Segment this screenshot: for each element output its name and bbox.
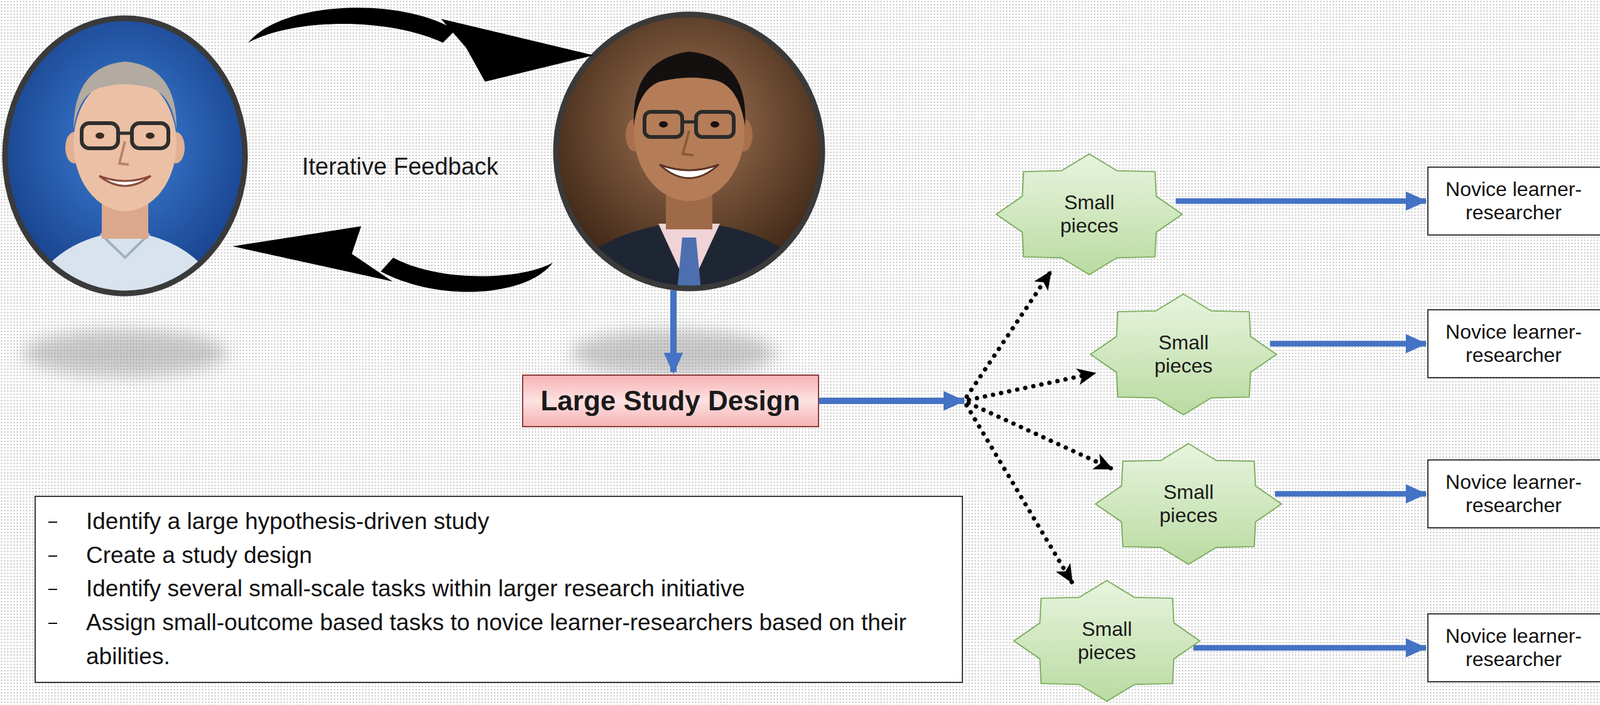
portrait-nose bbox=[682, 130, 694, 156]
star-outline bbox=[1013, 580, 1200, 702]
learner-box: Novice learner-researcher bbox=[1427, 613, 1600, 683]
connector bbox=[819, 373, 1096, 401]
flow-arrow bbox=[1270, 341, 1426, 347]
portrait-tie bbox=[677, 237, 702, 291]
learner-box: Novice learner-researcher bbox=[1427, 166, 1600, 236]
trunk-arrow bbox=[819, 397, 965, 404]
task-text: Small pieces bbox=[1045, 190, 1134, 238]
task-text: Small pieces bbox=[1139, 331, 1228, 378]
task-text: Small pieces bbox=[1062, 617, 1151, 664]
portrait-glasses bbox=[118, 131, 132, 136]
star-outline bbox=[996, 153, 1183, 275]
learner-text: Novice learner-researcher bbox=[1434, 470, 1593, 518]
star-outline bbox=[1090, 293, 1277, 415]
portrait-smile bbox=[659, 164, 719, 179]
portrait-left bbox=[0, 12, 252, 302]
portrait-shirt bbox=[658, 223, 720, 291]
portrait-frame bbox=[5, 18, 245, 294]
dotted-arrow bbox=[966, 271, 1051, 398]
portrait-background bbox=[0, 12, 252, 302]
portrait-eye bbox=[658, 121, 668, 128]
dotted-arrow bbox=[968, 402, 1113, 469]
portrait-glasses bbox=[696, 111, 734, 137]
trunk-arrow bbox=[819, 397, 965, 404]
learner-text: Novice learner-researcher bbox=[1434, 624, 1593, 671]
task-star: Small pieces bbox=[996, 153, 1183, 275]
learner-box: Novice learner-researcher bbox=[1427, 309, 1600, 379]
list-dash bbox=[48, 588, 58, 590]
connector bbox=[819, 400, 1113, 469]
portrait-frame bbox=[555, 14, 823, 289]
portrait-glasses bbox=[644, 111, 683, 137]
portrait-face bbox=[73, 75, 177, 212]
feedback-arrow bbox=[380, 257, 553, 293]
list-item-text: Create a study design bbox=[86, 542, 313, 568]
feedback-arrow bbox=[248, 7, 456, 43]
study-title: Large Study Design bbox=[540, 385, 800, 417]
list-dash bbox=[48, 622, 58, 624]
steps-box: Identify a large hypothesis-driven study… bbox=[34, 495, 964, 683]
list-dash bbox=[48, 521, 58, 523]
portrait-smile bbox=[99, 175, 151, 186]
photo-shadow bbox=[21, 329, 229, 377]
trunk-arrow bbox=[819, 397, 965, 404]
task-star: Small pieces bbox=[1090, 293, 1277, 415]
connector bbox=[1175, 201, 1426, 202]
learner-text: Novice learner-researcher bbox=[1434, 320, 1593, 367]
connector bbox=[1275, 493, 1426, 495]
connector bbox=[1270, 343, 1426, 345]
portrait-hair bbox=[633, 51, 746, 126]
caption-label: Iterative Feedback bbox=[302, 153, 499, 181]
portrait-eye bbox=[145, 132, 155, 139]
star-outline bbox=[1095, 443, 1282, 565]
feedback-arrow-head bbox=[232, 226, 393, 282]
task-star: Small pieces bbox=[1095, 443, 1282, 565]
portrait-hair bbox=[73, 61, 177, 129]
dotted-arrow bbox=[966, 405, 1073, 583]
portrait-eye bbox=[710, 121, 720, 128]
list-item-text: Identify several small-scale tasks withi… bbox=[86, 575, 746, 602]
trunk-arrow bbox=[819, 397, 965, 404]
dotted-arrow bbox=[968, 373, 1095, 401]
flow-arrow bbox=[1275, 491, 1426, 497]
list-dash bbox=[48, 555, 58, 557]
flow-arrow bbox=[1175, 198, 1426, 205]
connector bbox=[819, 271, 1051, 401]
task-star: Small pieces bbox=[1013, 580, 1200, 702]
list-item-text: Identify a large hypothesis-driven study bbox=[86, 508, 490, 534]
portrait-glasses bbox=[81, 123, 119, 149]
portrait-nose bbox=[119, 141, 129, 165]
assign-arrow bbox=[670, 290, 677, 372]
portrait-glasses bbox=[131, 123, 169, 149]
learner-box: Novice learner-researcher bbox=[1427, 459, 1600, 529]
portrait-eye bbox=[95, 132, 105, 139]
portrait-suit bbox=[562, 221, 817, 296]
portrait-glasses bbox=[682, 120, 697, 124]
feedback-arrow-head bbox=[440, 18, 594, 82]
portrait-background bbox=[552, 12, 830, 293]
learner-text: Novice learner-researcher bbox=[1434, 177, 1593, 225]
connector bbox=[1193, 647, 1426, 649]
study-design-box: Large Study Design bbox=[522, 374, 820, 428]
flow-arrow bbox=[1193, 645, 1426, 651]
portrait-right bbox=[552, 12, 830, 296]
list-item-text: Assign small-outcome based tasks to novi… bbox=[86, 609, 907, 670]
task-text: Small pieces bbox=[1144, 480, 1233, 528]
